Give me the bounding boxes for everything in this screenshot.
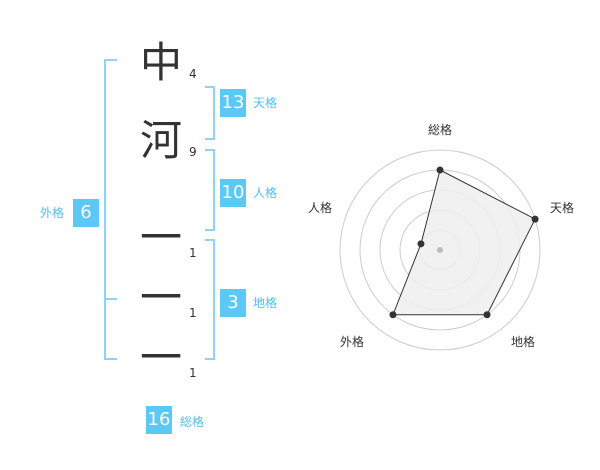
gaikaku-value: 6 <box>73 199 99 227</box>
soukaku-label: 総格 <box>180 415 205 429</box>
radar-point-4 <box>389 311 397 319</box>
radar-point-1 <box>436 166 444 174</box>
gaikaku-label: 外格 <box>40 206 65 220</box>
chikaku-value: 3 <box>220 289 246 317</box>
radar-point-5 <box>417 240 425 248</box>
radar-ring-5 <box>339 149 541 351</box>
chikaku-label: 地格 <box>253 296 278 310</box>
radar-axis-label-tenkaku: 天格 <box>550 201 575 215</box>
radar-point-3 <box>483 311 491 319</box>
radar-area <box>392 169 536 316</box>
char-3: 一 <box>139 213 182 262</box>
char-4: 一 <box>139 273 182 322</box>
char-1: 中 <box>139 38 182 87</box>
radar-axis-label-jinkaku: 人格 <box>308 201 333 215</box>
radar-axis-label-soukaku: 総格 <box>428 123 453 137</box>
radar-axis-label-gaikaku: 外格 <box>340 335 365 349</box>
stroke-count-3: 1 <box>189 246 197 260</box>
tenkaku-value: 13 <box>220 89 246 117</box>
char-5: 一 <box>139 333 182 382</box>
char-2: 河 <box>139 116 182 165</box>
radar-axis-label-chikaku: 地格 <box>511 335 536 349</box>
stroke-count-1: 4 <box>189 67 197 81</box>
stroke-count-5: 1 <box>189 366 197 380</box>
stroke-count-2: 9 <box>189 145 197 159</box>
radar-point-2 <box>531 215 539 223</box>
soukaku-value: 16 <box>146 406 172 434</box>
radar-center-dot <box>437 247 443 253</box>
jinkaku-label: 人格 <box>253 186 278 200</box>
tenkaku-label: 天格 <box>253 96 278 110</box>
jinkaku-value: 10 <box>220 179 246 207</box>
stroke-count-4: 1 <box>189 306 197 320</box>
